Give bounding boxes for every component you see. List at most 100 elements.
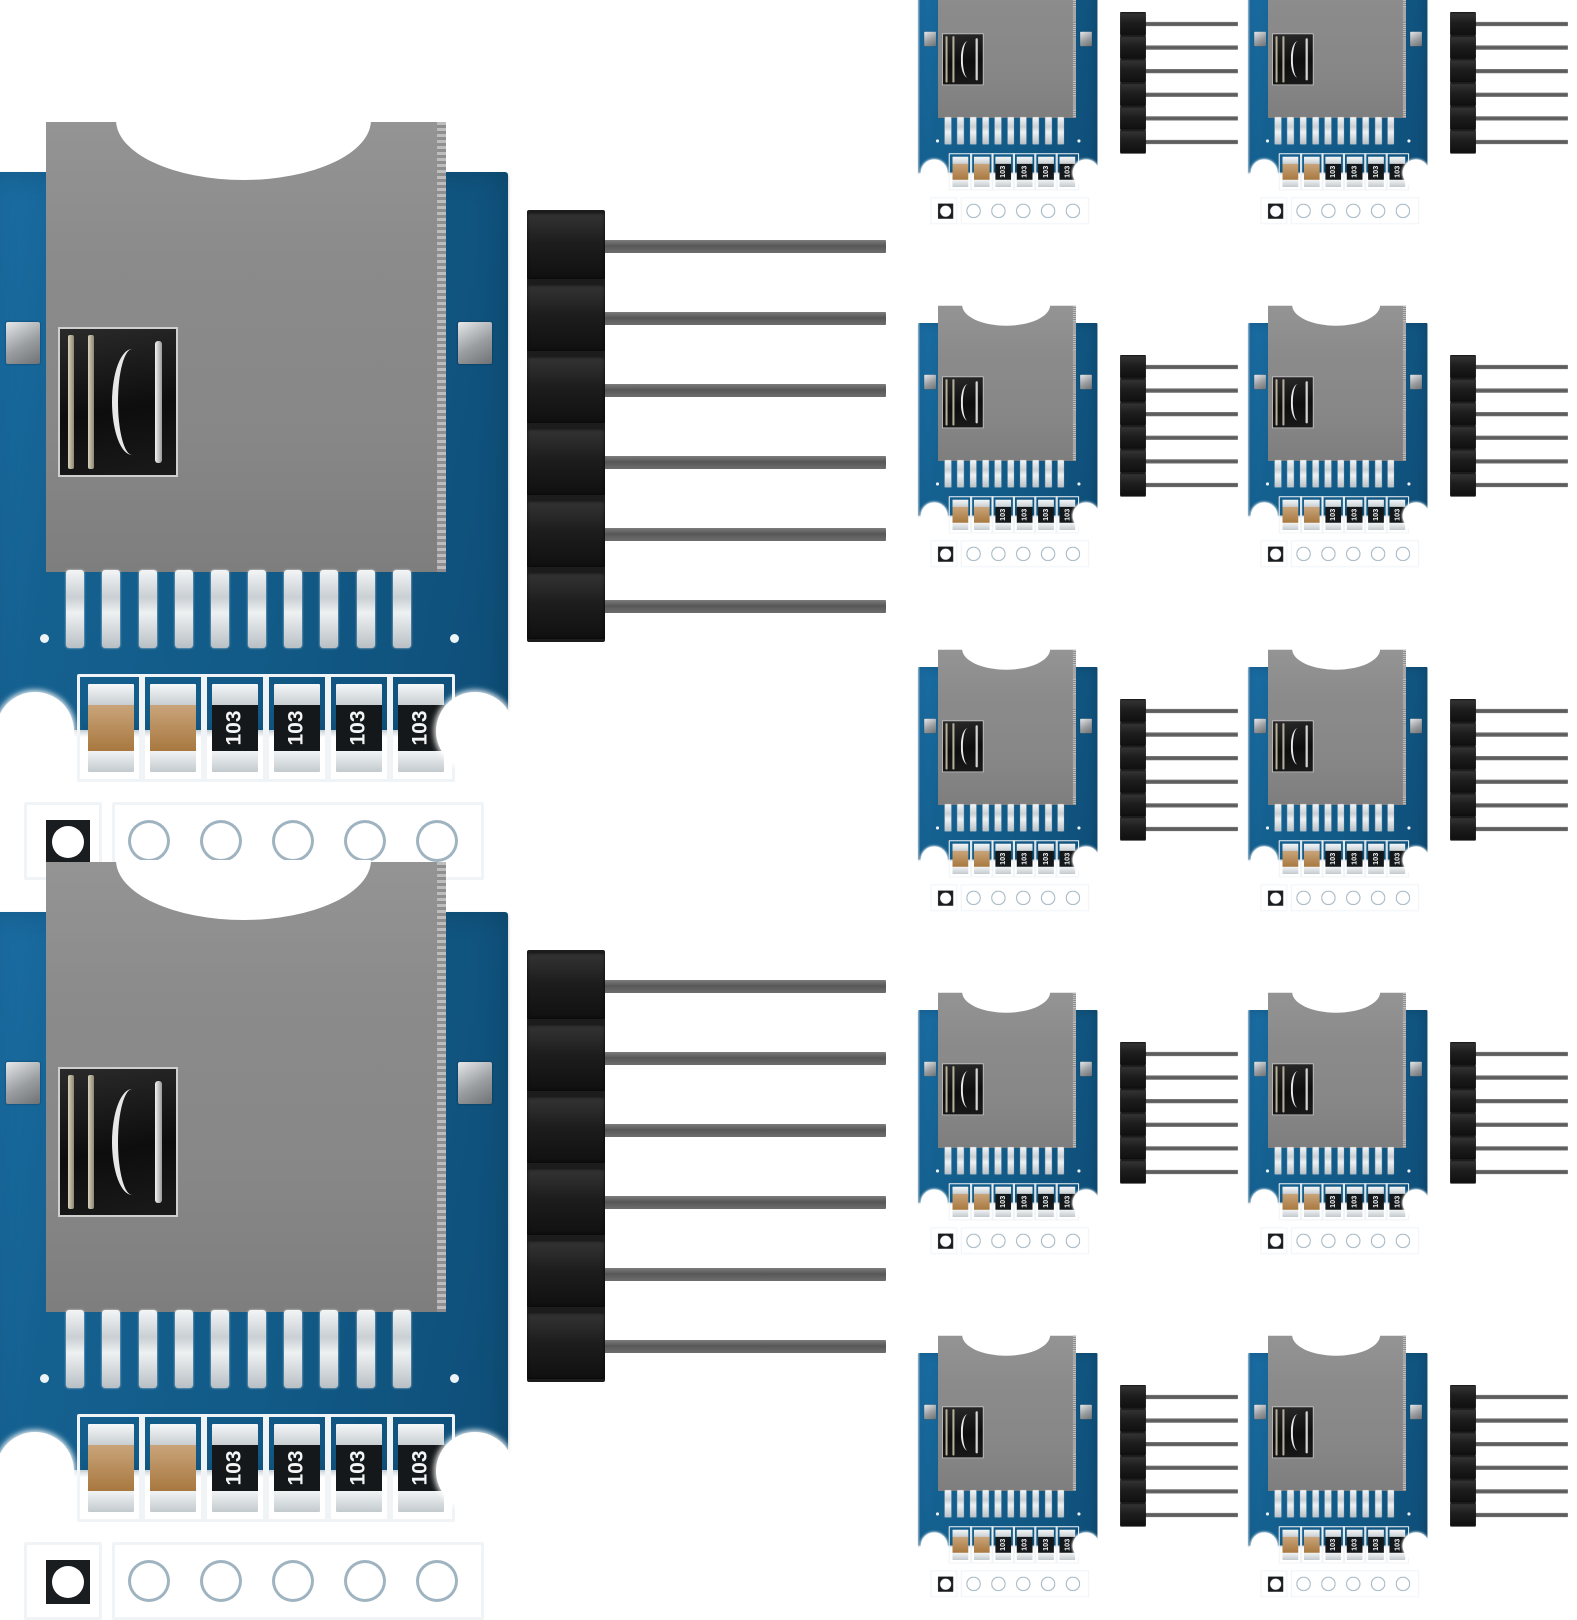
component-pad [398,1424,444,1447]
smd-resistor: 103 [1059,843,1076,874]
through-hole-pin1 [1268,203,1284,219]
through-hole [1296,203,1311,219]
component-marking: 103 [222,1450,246,1486]
component-pad [1346,1552,1363,1560]
pin-header-segment [1120,130,1146,153]
socket-solder-pad [174,570,193,648]
pin-header-pin [566,1051,886,1065]
socket-solder-pad [320,570,339,648]
component-outline [970,153,994,191]
through-hole [1321,1233,1336,1249]
component-pad [1059,1552,1076,1560]
pin-header-body [1450,355,1476,497]
pin-header-segment [527,1313,605,1379]
component-marking: 103 [346,1450,370,1486]
mounting-hole-right [1402,502,1430,530]
smd-resistor: 103 [1059,1186,1076,1217]
smd-resistor: 103 [995,1186,1012,1217]
smd-resistor: 103 [1346,499,1363,530]
component-pad [1282,1186,1299,1195]
slot-spring-curve [1290,1414,1305,1451]
pin-header-pin [1463,21,1568,26]
component-outline [1278,840,1303,878]
smd-resistor: 103 [1346,843,1363,874]
component-outline [1321,840,1345,878]
slot-rail-left [1275,36,1278,83]
component-pad [274,684,320,707]
component-marking: 103 [1020,165,1029,178]
component-pad [1282,522,1299,530]
mounting-hole-left [1250,1532,1278,1560]
component-body [1016,506,1033,523]
pin-header-pin [1133,116,1238,121]
component-outline [991,840,1015,878]
pin-header-segment [1120,1503,1146,1526]
component-outline [1034,153,1058,191]
pin-header-segment [1450,379,1476,402]
component-outline [1364,496,1388,534]
component-body [1059,850,1076,867]
component-body [274,705,320,751]
component-pad [1016,1529,1033,1538]
slot-spring-curve [1290,728,1305,765]
through-hole [344,1560,386,1602]
component-outline [77,674,145,782]
pin-header-pin [1133,1146,1238,1151]
component-outline [1034,1526,1058,1564]
component-pad [952,1529,969,1538]
socket-solder-pad [1045,117,1052,145]
through-hole [1296,890,1311,906]
socket-solder-pad [944,117,952,145]
component-marking: 103 [1393,1195,1402,1208]
component-marking: 103 [1020,508,1029,521]
component-pad [995,499,1012,508]
pin-header-pin [1463,364,1568,369]
slot-spring-curve [112,349,152,455]
component-pad [995,179,1012,187]
through-hole [1345,1576,1361,1592]
smd-resistor: 103 [1016,1529,1033,1560]
shield-top-notch [962,305,1051,326]
component-pad [1389,1552,1406,1560]
through-hole [1065,890,1081,906]
through-hole-pin1 [1268,1576,1284,1592]
slot-spring-curve [960,41,975,78]
socket-solder-pad [138,1310,157,1388]
component-pad [1282,1529,1299,1538]
component-pad [1389,179,1406,187]
component-marking: 103 [1329,852,1338,865]
smd-capacitor [952,1529,969,1560]
component-outline [1012,840,1037,878]
component-pad [973,1186,990,1195]
card-slot-opening [1272,33,1314,86]
pcb-edge-highlight [918,323,921,517]
pin-header-body [1120,699,1146,841]
slot-rail-mid [88,1074,94,1210]
through-hole-pin1-bore [52,826,84,858]
component-outline [1278,1183,1303,1221]
mounting-hole-left [0,692,74,770]
slot-spring-contact [1305,725,1309,768]
shield-side-ribs [1402,305,1407,461]
socket-solder-pad [1020,1147,1027,1175]
pin-header-pin [1463,92,1568,97]
silkscreen-dot-left [1265,1512,1270,1516]
through-hole [1370,1576,1386,1592]
socket-solder-pad [982,804,989,832]
through-hole [966,546,981,562]
pcb-edge-highlight [1248,1010,1251,1204]
mounting-hole-right [1402,159,1430,187]
smd-capacitor [973,1529,990,1560]
component-marking: 103 [1350,165,1359,178]
through-hole [272,820,314,862]
component-pad [88,749,134,772]
socket-solder-pad [1299,460,1307,488]
pin-header-pin [1133,1051,1238,1056]
component-body [1389,506,1406,523]
pcb-edge-highlight [918,0,921,174]
component-pad [1389,1209,1406,1217]
pin-header-segment [1450,1456,1476,1479]
socket-solder-pad [1362,460,1369,488]
component-pad [274,749,320,772]
smd-capacitor [1303,1186,1320,1217]
